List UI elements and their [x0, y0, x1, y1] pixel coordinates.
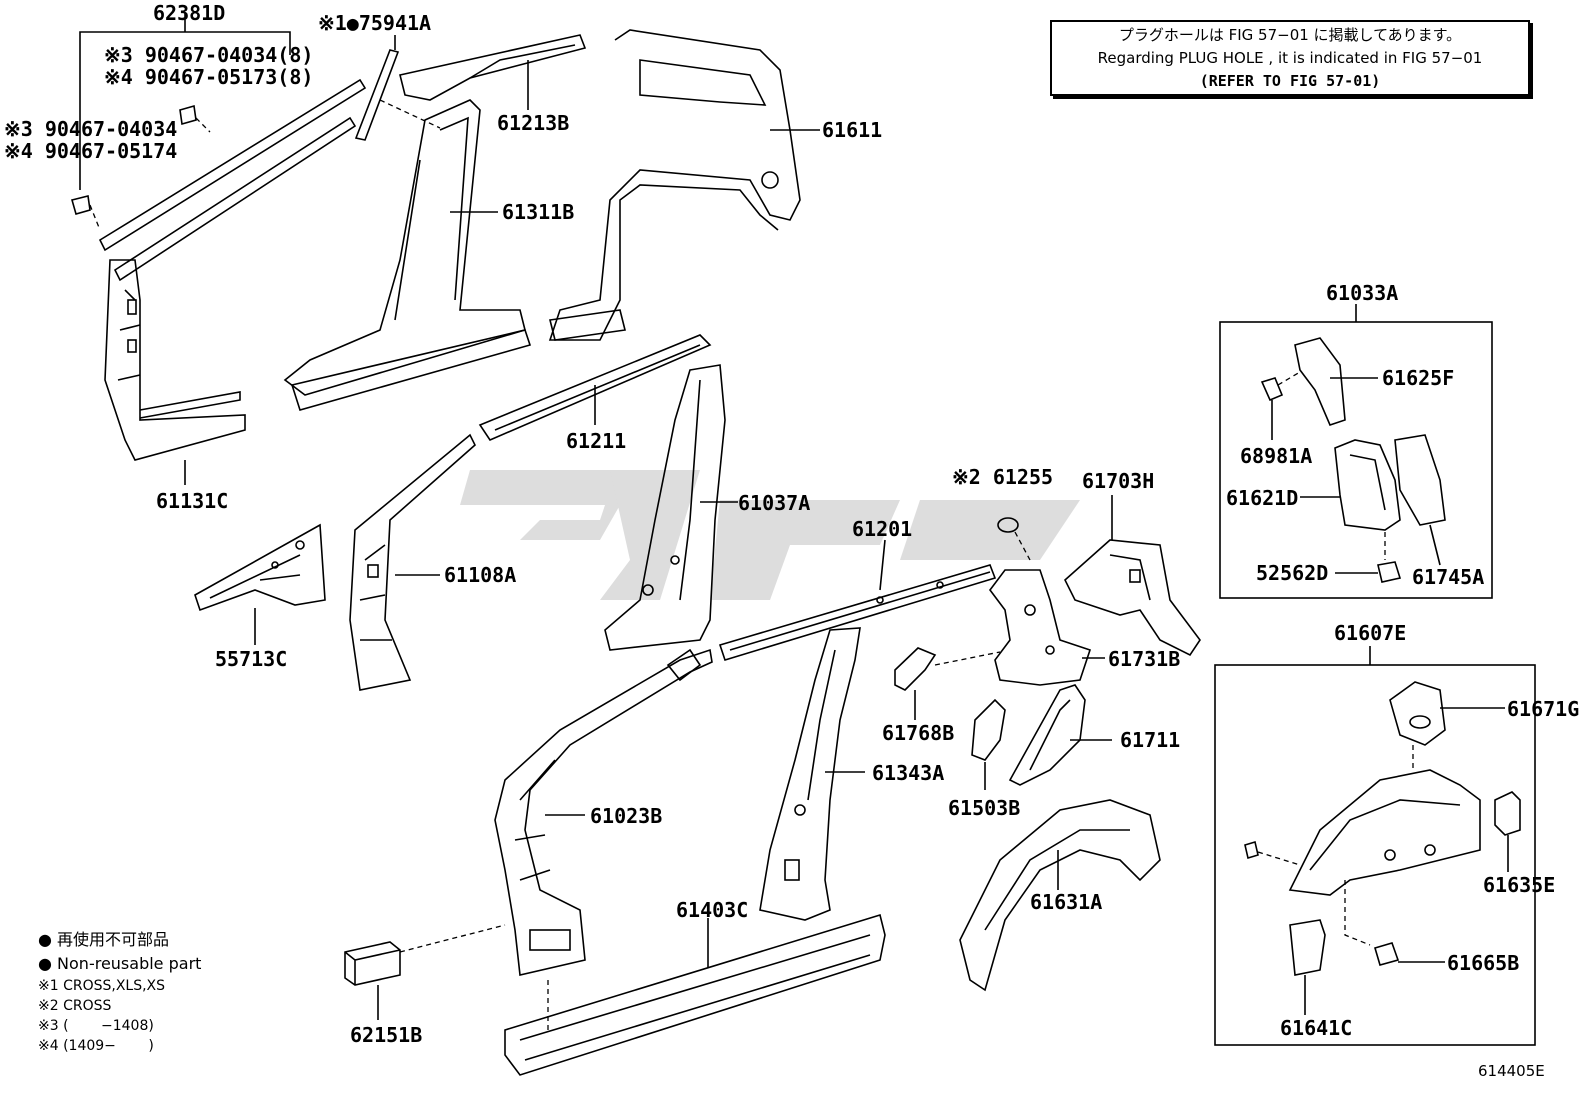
legend-note-1: ※1 CROSS,XLS,XS [38, 978, 166, 994]
label-61503B: 61503B [948, 796, 1020, 820]
label-61671G: 61671G [1507, 697, 1579, 721]
label-61403C: 61403C [676, 898, 748, 922]
part-61731B [989, 569, 1092, 686]
legend-note-4: ※4 (1409− ) [38, 1038, 154, 1054]
part-61213B [399, 34, 587, 101]
note-reference: (REFER TO FIG 57-01) [1199, 72, 1381, 90]
part-61631A [959, 799, 1161, 992]
part-61023B [494, 648, 713, 976]
clip-left [1244, 840, 1259, 860]
part-61665B [1374, 942, 1400, 966]
part-52562D [1377, 561, 1402, 583]
part-62151B [344, 941, 401, 986]
label-61201: 61201 [852, 517, 912, 541]
plug-hole-note: プラグホールは FIG 57−01 に掲載してあります。 Regarding P… [1050, 20, 1530, 96]
label-61711: 61711 [1120, 728, 1180, 752]
part-61403C [504, 913, 886, 1076]
label-61033A: 61033A [1326, 281, 1398, 305]
part-61625F [1294, 337, 1346, 426]
label-61768B: 61768B [882, 721, 954, 745]
label-90467-04034-8: ※3 90467-04034(8) [104, 43, 313, 67]
label-62381D: 62381D [153, 1, 225, 25]
part-61611 [548, 29, 801, 341]
label-61625F: 61625F [1382, 366, 1454, 390]
part-61343A [759, 627, 861, 921]
part-61503B [971, 698, 1006, 761]
part-62381D-61131C [98, 78, 367, 461]
part-61635E [1494, 791, 1521, 836]
part-75941A [354, 49, 400, 141]
label-61631A: 61631A [1030, 890, 1102, 914]
part-61768B [894, 647, 937, 691]
label-61703H: 61703H [1082, 469, 1154, 493]
legend-nonreusable-en: ● Non-reusable part [38, 954, 202, 973]
label-61641C: 61641C [1280, 1016, 1352, 1040]
legend-note-3: ※3 ( −1408) [38, 1018, 154, 1034]
note-english: Regarding PLUG HOLE , it is indicated in… [1097, 49, 1483, 67]
part-61745A [1394, 434, 1446, 526]
label-61665B: 61665B [1447, 951, 1519, 975]
group-box-61607E [1214, 664, 1536, 1046]
label-61108A: 61108A [444, 563, 516, 587]
label-52562D: 52562D [1256, 561, 1328, 585]
watermark-logo [460, 470, 1080, 600]
label-75941A: ※1●75941A [318, 11, 431, 35]
label-62151B: 62151B [350, 1023, 422, 1047]
label-68981A: 68981A [1240, 444, 1312, 468]
label-61731B: 61731B [1108, 647, 1180, 671]
part-61607E-wheelhouse [1288, 769, 1481, 896]
label-61621D: 61621D [1226, 486, 1298, 510]
label-90467-05173-8: ※4 90467-05173(8) [104, 65, 313, 89]
label-61131C: 61131C [156, 489, 228, 513]
label-61037A: 61037A [738, 491, 810, 515]
label-61611: 61611 [822, 118, 882, 142]
legend: ● 再使用不可部品 ● Non-reusable part ※1 CROSS,X… [38, 928, 201, 1056]
label-55713C: 55713C [215, 647, 287, 671]
label-61745A: 61745A [1412, 565, 1484, 589]
label-90467-05174: ※4 90467-05174 [4, 139, 177, 163]
part-61621D [1334, 439, 1401, 531]
legend-nonreusable-ja: ● 再使用不可部品 [38, 930, 170, 949]
label-61211: 61211 [566, 429, 626, 453]
legend-note-2: ※2 CROSS [38, 998, 112, 1014]
part-61108A [349, 433, 476, 691]
clip-90467-04034 [71, 104, 197, 215]
label-61607E: 61607E [1334, 621, 1406, 645]
figure-code: 614405E [1478, 1062, 1545, 1080]
label-61255: ※2 61255 [952, 465, 1053, 489]
label-61311B: 61311B [502, 200, 574, 224]
part-61037A [604, 364, 726, 651]
label-61635E: 61635E [1483, 873, 1555, 897]
part-61711 [1008, 684, 1086, 786]
note-japanese: プラグホールは FIG 57−01 に掲載してあります。 [1118, 26, 1462, 44]
label-61213B: 61213B [497, 111, 569, 135]
part-55713C [194, 523, 326, 612]
part-61255 [997, 517, 1019, 533]
part-61211 [478, 334, 712, 441]
part-61703H [1064, 539, 1201, 657]
part-68981A [1260, 377, 1284, 402]
label-61343A: 61343A [872, 761, 944, 785]
part-61671G [1389, 681, 1446, 746]
part-61201 [718, 564, 997, 661]
label-61023B: 61023B [590, 804, 662, 828]
part-61311B [283, 99, 532, 411]
part-61641C [1289, 919, 1326, 976]
label-90467-04034: ※3 90467-04034 [4, 117, 177, 141]
